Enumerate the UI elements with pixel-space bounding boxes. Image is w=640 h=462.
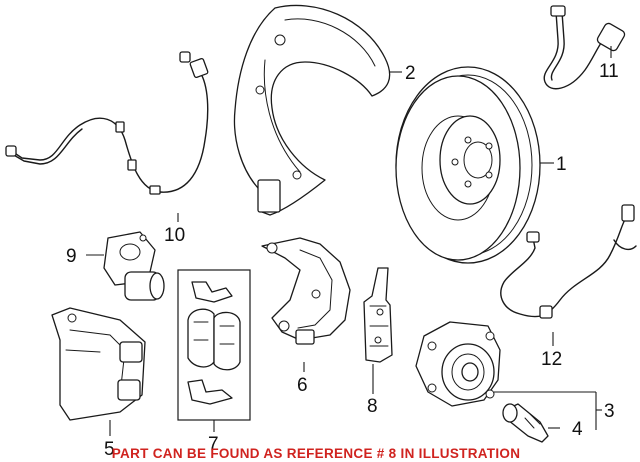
callout-9: 9 <box>66 246 77 267</box>
part-9-actuator-motor <box>103 231 165 301</box>
leader-lines <box>86 46 612 436</box>
part-12-sensor-wire <box>500 204 637 319</box>
part-4-wheel-stud <box>502 403 549 443</box>
part-1-brake-rotor <box>395 66 541 264</box>
callout-12: 12 <box>541 349 562 370</box>
part-8-spring-clip <box>363 267 393 363</box>
part-6-caliper-carrier <box>261 237 351 345</box>
callout-4: 4 <box>572 419 583 440</box>
callout-3: 3 <box>604 401 615 422</box>
part-3-wheel-hub <box>415 321 501 407</box>
part-11-sensor-wire <box>543 5 626 90</box>
callout-10: 10 <box>164 225 185 246</box>
part-10-wear-sensor-wire <box>5 51 209 195</box>
callout-2: 2 <box>405 63 416 84</box>
part-7-pad-kit <box>177 269 251 421</box>
callout-6: 6 <box>297 375 308 396</box>
callout-5: 5 <box>104 439 115 460</box>
part-2-dust-shield <box>233 4 391 216</box>
callout-7: 7 <box>208 434 219 455</box>
part-5-caliper-housing <box>51 307 146 421</box>
callout-8: 8 <box>367 396 378 417</box>
callout-11: 11 <box>599 61 619 82</box>
reference-notice: PART CAN BE FOUND AS REFERENCE # 8 IN IL… <box>112 446 521 461</box>
callout-1: 1 <box>556 154 567 175</box>
